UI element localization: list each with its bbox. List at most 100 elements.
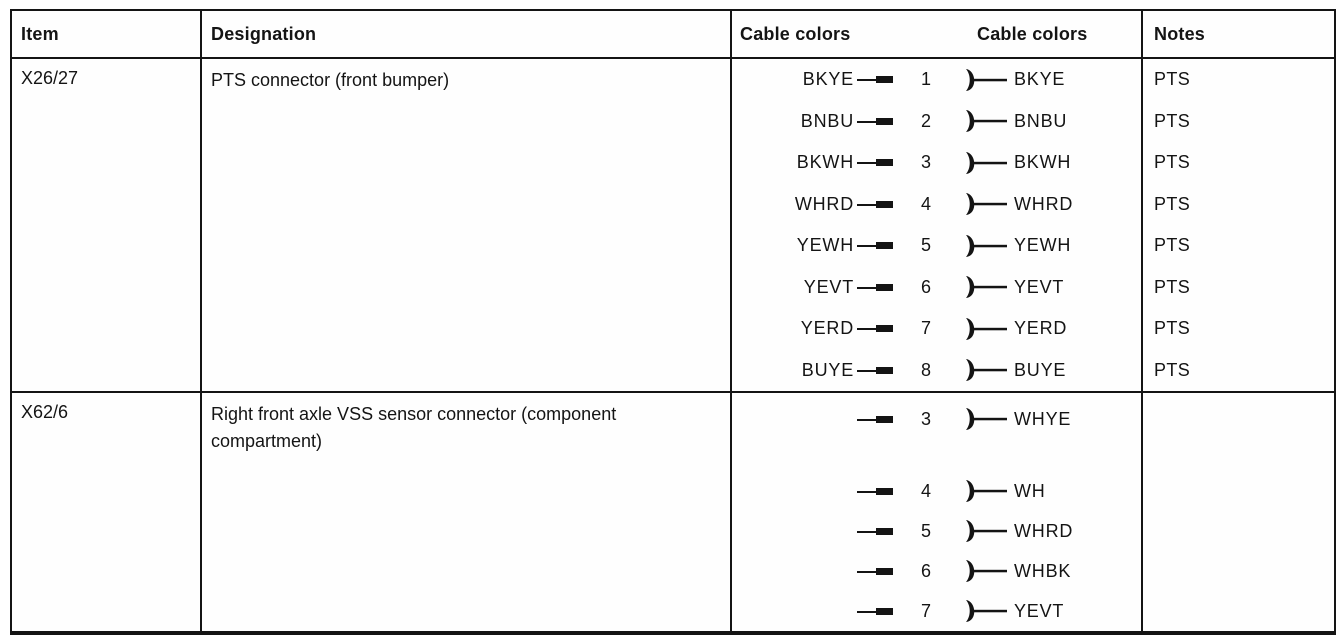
wire-terminal-icon xyxy=(857,198,895,210)
pin-number: 3 xyxy=(920,408,931,429)
note-row: PTS xyxy=(1154,235,1191,256)
note-row xyxy=(1143,476,1334,518)
cable-color-right-label: WH xyxy=(1014,480,1046,501)
item-cell: X62/6 xyxy=(12,393,202,631)
cable-color-right-label: BKWH xyxy=(1014,152,1072,173)
connector-socket-icon xyxy=(966,520,1007,542)
wire-terminal-icon xyxy=(857,485,895,497)
pin-row: BKWH 3 BKWH xyxy=(732,142,1141,184)
note-row: PTS xyxy=(1154,193,1191,214)
pin-number: 4 xyxy=(920,193,931,214)
wire-terminal-icon xyxy=(857,413,895,425)
wire-terminal-icon xyxy=(857,240,895,252)
designation-cell: PTS connector (front bumper) xyxy=(202,59,732,391)
cable-color-left-label: YEWH xyxy=(796,235,854,256)
pin-row: YERD 7 YERD xyxy=(732,308,1141,350)
cable-color-right-label: BUYE xyxy=(1014,359,1067,380)
cable-color-left-label: BKWH xyxy=(796,152,854,173)
pin-row: BKYE 1 BKYE xyxy=(732,59,1141,101)
wire-terminal-icon xyxy=(857,115,895,127)
connector-socket-icon xyxy=(966,408,1007,430)
wire-terminal-icon xyxy=(857,281,895,293)
connector-pinout-table: Item Designation Cable colors Cable colo… xyxy=(10,9,1336,635)
pin-row-gap xyxy=(732,445,1141,471)
pin-number: 6 xyxy=(920,276,931,297)
pin-number: 1 xyxy=(920,69,931,90)
cable-colors-cell: 3 WHYE 4 WH 5 WHRD 6 xyxy=(732,393,1143,631)
pin-number: 7 xyxy=(920,600,931,621)
note-row: PTS xyxy=(1154,69,1191,90)
connector-socket-icon xyxy=(966,151,1007,174)
pin-number: 8 xyxy=(920,359,931,380)
note-row: PTS xyxy=(1154,110,1191,131)
cable-color-left-label: YERD xyxy=(800,318,854,339)
pin-number: 5 xyxy=(920,520,931,541)
pin-number: 2 xyxy=(920,110,931,131)
header-designation: Designation xyxy=(202,11,732,57)
pin-row: 7 YEVT xyxy=(732,591,1141,631)
cable-color-right-label: YERD xyxy=(1014,318,1068,339)
cable-color-left-label: WHRD xyxy=(794,193,854,214)
header-notes-label: Notes xyxy=(1154,23,1206,44)
note-row: PTS xyxy=(1154,359,1191,380)
note-row xyxy=(1143,559,1334,601)
connector-socket-icon xyxy=(966,560,1007,582)
cable-color-left-label: BUYE xyxy=(801,359,854,380)
pin-row: YEVT 6 YEVT xyxy=(732,267,1141,309)
header-item: Item xyxy=(12,11,202,57)
note-row: PTS xyxy=(1154,276,1191,297)
table-header-row: Item Designation Cable colors Cable colo… xyxy=(12,11,1334,59)
cable-color-right-label: WHRD xyxy=(1014,193,1074,214)
connector-socket-icon xyxy=(966,359,1007,382)
cable-color-right-label: YEVT xyxy=(1014,600,1065,621)
cable-color-right-label: WHBK xyxy=(1014,560,1072,581)
pin-number: 5 xyxy=(920,235,931,256)
pin-number: 6 xyxy=(920,560,931,581)
cable-color-right-label: BKYE xyxy=(1014,69,1066,90)
pin-row: BUYE 8 BUYE xyxy=(732,350,1141,392)
wire-terminal-icon xyxy=(857,74,895,86)
designation-cell: Right front axle VSS sensor connector (c… xyxy=(202,393,732,631)
cable-color-right-label: YEWH xyxy=(1014,235,1072,256)
connector-socket-icon xyxy=(966,480,1007,502)
header-designation-label: Designation xyxy=(211,23,317,44)
header-cable-colors-right-label: Cable colors xyxy=(977,23,1088,44)
pin-number: 4 xyxy=(920,480,931,501)
wire-terminal-icon xyxy=(857,364,895,376)
pin-number: 3 xyxy=(920,152,931,173)
connector-socket-icon xyxy=(966,110,1007,133)
pin-row: 6 WHBK xyxy=(732,551,1141,591)
table-row-x62-6: X62/6 Right front axle VSS sensor connec… xyxy=(12,391,1334,631)
note-row: PTS xyxy=(1154,318,1191,339)
connector-socket-icon xyxy=(966,600,1007,622)
header-cable-colors: Cable colors Cable colors xyxy=(732,11,1143,57)
header-cable-colors-left-label: Cable colors xyxy=(740,23,851,44)
header-item-label: Item xyxy=(21,23,59,44)
note-row xyxy=(1143,393,1334,435)
wire-terminal-icon xyxy=(857,525,895,537)
wire-terminal-icon xyxy=(857,323,895,335)
pin-row: 5 WHRD xyxy=(732,511,1141,551)
notes-cell xyxy=(1143,393,1334,631)
pin-row: BNBU 2 BNBU xyxy=(732,101,1141,143)
connector-socket-icon xyxy=(966,193,1007,216)
pin-row: 4 WH xyxy=(732,471,1141,511)
cable-color-left-label: YEVT xyxy=(803,276,854,297)
cable-color-right-label: YEVT xyxy=(1014,276,1065,297)
connector-socket-icon xyxy=(966,276,1007,299)
note-row xyxy=(1143,435,1334,477)
notes-cell: PTS PTS PTS PTS PTS PTS PTS PTS xyxy=(1143,59,1334,391)
pin-row: YEWH 5 YEWH xyxy=(732,225,1141,267)
item-cell: X26/27 xyxy=(12,59,202,391)
connector-socket-icon xyxy=(966,234,1007,257)
note-row xyxy=(1143,518,1334,560)
pin-row: WHRD 4 WHRD xyxy=(732,184,1141,226)
cable-color-right-label: WHRD xyxy=(1014,520,1074,541)
note-row: PTS xyxy=(1154,152,1191,173)
cable-color-left-label: BNBU xyxy=(800,110,854,131)
cable-color-right-label: WHYE xyxy=(1014,408,1072,429)
connector-socket-icon xyxy=(966,317,1007,340)
wire-terminal-icon xyxy=(857,565,895,577)
pin-row: 3 WHYE xyxy=(732,393,1141,445)
wire-terminal-icon xyxy=(857,157,895,169)
